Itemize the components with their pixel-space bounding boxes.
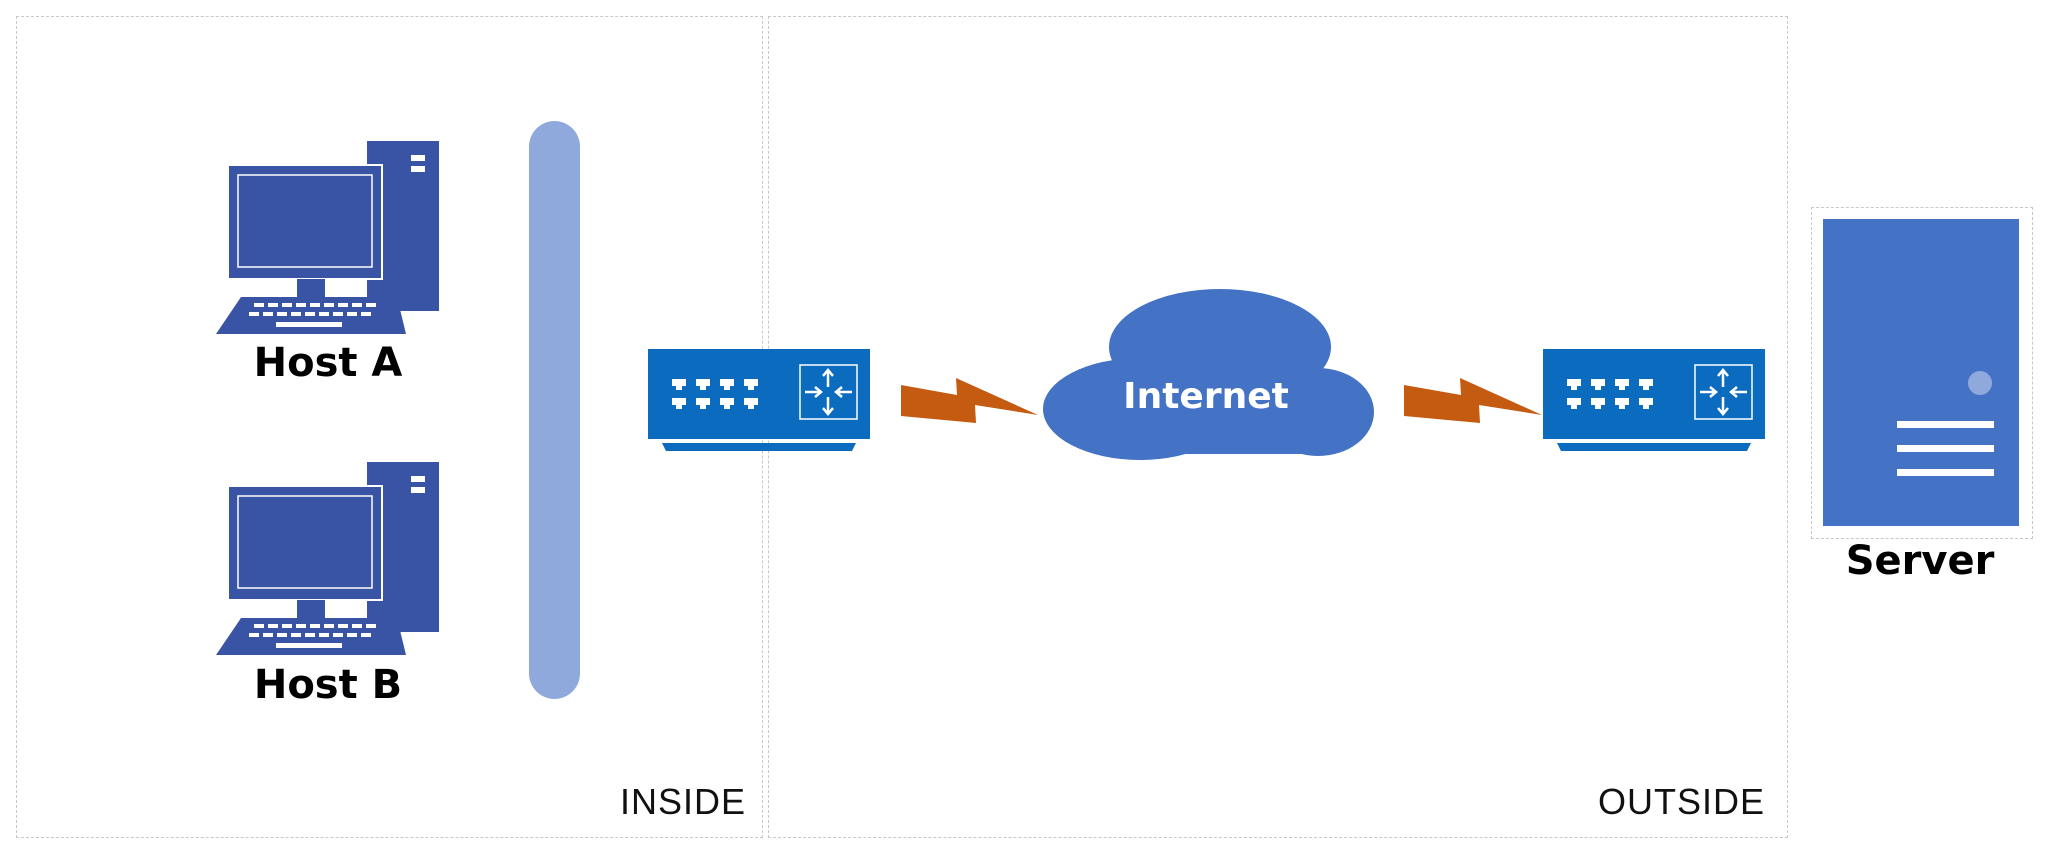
server-label: Server bbox=[1845, 538, 1995, 584]
wan-lightning-link-left bbox=[901, 378, 1038, 423]
inside-zone-label: INSIDE bbox=[620, 781, 747, 822]
host-a-label: Host A bbox=[253, 340, 403, 386]
wan-lightning-link-right bbox=[1404, 378, 1542, 423]
host-b-computer-icon bbox=[216, 462, 439, 655]
outside-zone-label: OUTSIDE bbox=[1598, 781, 1766, 822]
internet-label: Internet bbox=[1123, 376, 1289, 417]
inside-router-icon bbox=[648, 349, 870, 451]
host-b-label: Host B bbox=[253, 662, 403, 708]
outside-router-icon bbox=[1543, 349, 1765, 451]
server-zone bbox=[1811, 207, 2033, 539]
lan-segment-bar bbox=[529, 121, 580, 699]
internet-cloud-icon bbox=[1043, 289, 1374, 460]
server-tower-icon bbox=[1823, 219, 2019, 526]
host-a-computer-icon bbox=[216, 141, 439, 334]
